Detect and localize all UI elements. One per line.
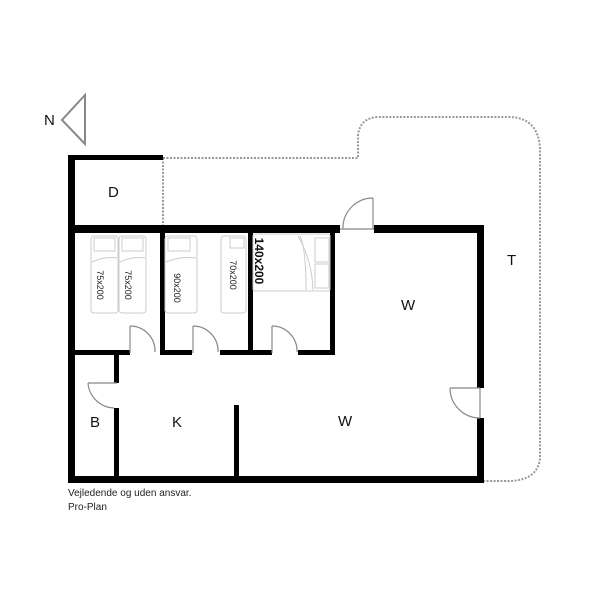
bed-size-label-2: 75x200	[123, 270, 133, 300]
bed-size-label-5: 140x200	[252, 237, 266, 285]
room-label-living-upper: W	[401, 297, 416, 314]
credit-text: Pro-Plan	[68, 502, 107, 513]
beds	[90, 233, 331, 314]
room-label-living-lower: W	[338, 413, 353, 430]
bed-size-label-1: 75x200	[95, 270, 105, 300]
doors	[87, 197, 481, 419]
north-arrow-icon	[60, 92, 86, 147]
compass-north-label: N	[44, 112, 55, 129]
room-label-kitchen: K	[172, 414, 183, 431]
walls	[68, 155, 484, 483]
room-label-depot: D	[108, 184, 119, 201]
room-label-bathroom: B	[90, 414, 101, 431]
bed-size-label-4: 70x200	[228, 260, 238, 290]
room-label-terrace: T	[507, 252, 517, 269]
disclaimer-text: Vejledende og uden ansvar.	[68, 488, 192, 499]
terrace-outline	[163, 116, 541, 482]
bed-size-label-3: 90x200	[172, 273, 182, 303]
